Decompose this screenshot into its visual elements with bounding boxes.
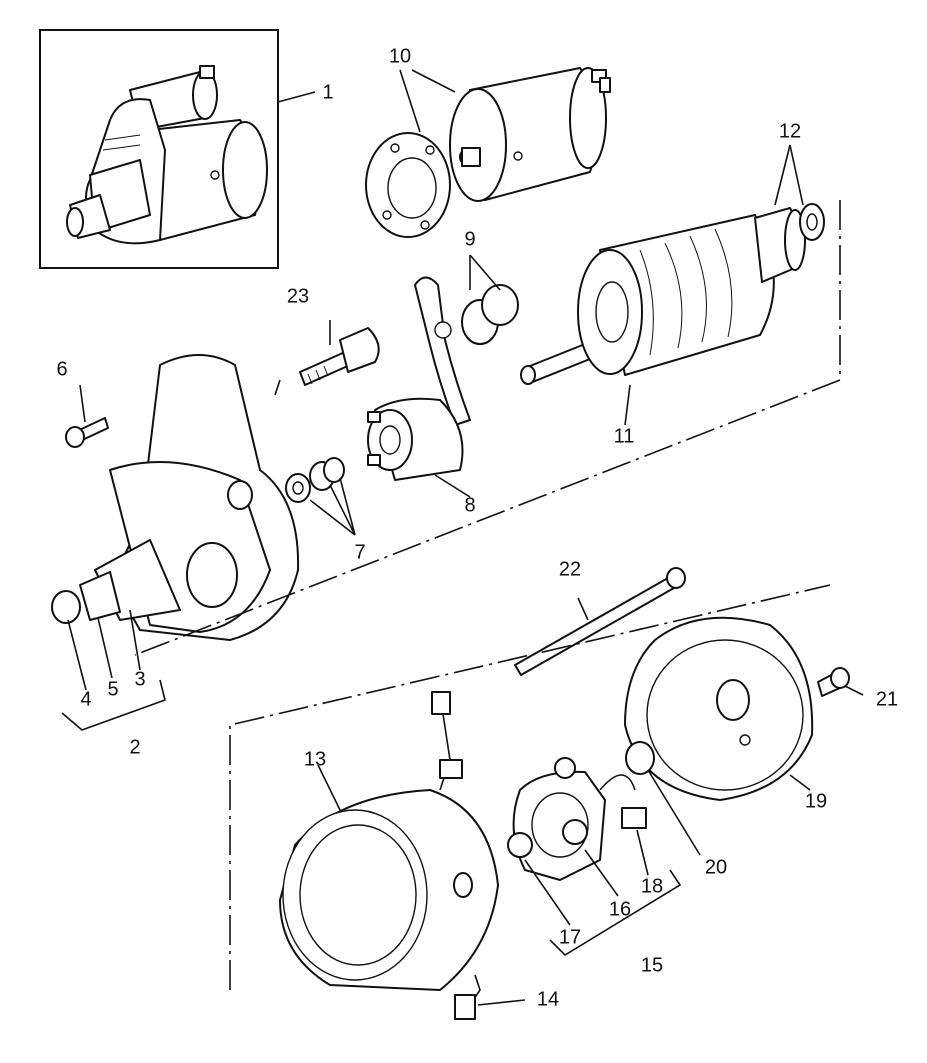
callout-12: 12 (779, 120, 801, 142)
yoke-field-housing (279, 691, 499, 1020)
bracket-2 (61, 679, 166, 731)
callout-10: 10 (389, 45, 411, 67)
shift-lever-and-pinion (299, 276, 519, 481)
callout-9: 9 (464, 228, 475, 250)
solenoid (365, 67, 611, 238)
armature (520, 203, 825, 385)
callout-8: 8 (464, 494, 475, 516)
callout-5: 5 (107, 678, 118, 700)
callout-15: 15 (641, 954, 663, 976)
callout-17: 17 (559, 926, 581, 948)
callout-13: 13 (304, 748, 326, 770)
callout-14: 14 (537, 988, 559, 1010)
callout-7: 7 (354, 541, 365, 563)
callout-21: 21 (876, 688, 898, 710)
leader-lines (67, 69, 864, 1006)
callout-3: 3 (134, 668, 145, 690)
callout-4: 4 (80, 688, 91, 710)
group-line-armature (134, 200, 841, 656)
assembled-starter-inset (39, 29, 279, 269)
callout-23: 23 (287, 285, 309, 307)
callout-20: 20 (705, 856, 727, 878)
callout-22: 22 (559, 558, 581, 580)
callout-6: 6 (56, 358, 67, 380)
bracket-15 (549, 869, 682, 957)
group-line-yoke (229, 584, 831, 990)
callout-19: 19 (805, 790, 827, 812)
callout-16: 16 (609, 898, 631, 920)
callout-11: 11 (614, 425, 635, 447)
callout-labels: 1 2 3 4 5 6 7 8 9 10 11 12 13 14 15 16 1… (56, 45, 898, 1010)
commutator-end-cover (624, 616, 850, 801)
drive-end-housing (51, 354, 345, 641)
callout-1: 1 (322, 81, 333, 103)
through-bolt (514, 567, 686, 676)
callout-2: 2 (129, 736, 140, 758)
callout-18: 18 (641, 875, 663, 897)
brush-holder (507, 757, 647, 881)
